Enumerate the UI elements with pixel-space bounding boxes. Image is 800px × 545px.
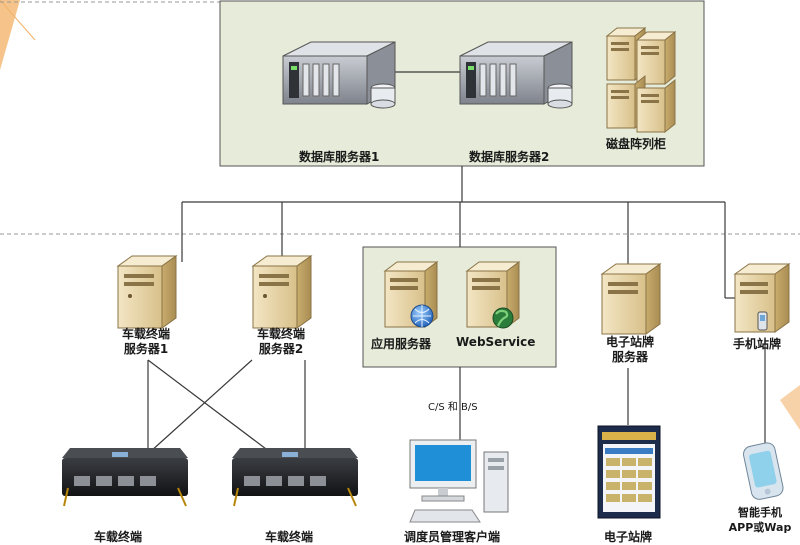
smartphone-label: 智能手机 APP或Wap bbox=[728, 506, 792, 534]
client-protocol-label: C/S 和 B/S bbox=[428, 402, 478, 413]
vehicle-server-1-label: 车载终端 服务器1 bbox=[121, 327, 171, 356]
dispatcher-client-label: 调度员管理客户端 bbox=[404, 530, 501, 544]
decor-stripes bbox=[0, 0, 800, 430]
tower-server-icon bbox=[733, 263, 791, 333]
webservice-label: WebService bbox=[456, 335, 536, 349]
bus-stop-server-label: 电子站牌 服务器 bbox=[605, 335, 655, 364]
vehicle-terminal-1-label: 车载终端 bbox=[94, 530, 143, 544]
e-bus-stop-kiosk-icon bbox=[597, 425, 661, 519]
vehicle-server-2-label: 车载终端 服务器2 bbox=[256, 327, 306, 356]
disk-array-label: 磁盘阵列柜 bbox=[606, 137, 667, 151]
tower-server-icon bbox=[116, 255, 178, 329]
db-server-1-label: 数据库服务器1 bbox=[299, 150, 380, 164]
rack-server-icon bbox=[282, 41, 396, 109]
disk-array-icon bbox=[605, 26, 677, 134]
db-server-2-label: 数据库服务器2 bbox=[469, 150, 550, 164]
desktop-computer-icon bbox=[409, 439, 509, 523]
rack-server-icon bbox=[459, 41, 573, 109]
vehicle-terminal-device-icon bbox=[62, 448, 188, 507]
tower-server-icon bbox=[465, 261, 521, 328]
link-server1-terminal2 bbox=[147, 359, 271, 453]
vehicle-terminal-2-label: 车载终端 bbox=[265, 530, 314, 544]
mobile-phone-badge-icon bbox=[757, 311, 768, 331]
vehicle-terminal-device-icon bbox=[232, 448, 358, 507]
e-bus-stop-label: 电子站牌 bbox=[604, 530, 653, 544]
tower-server-icon bbox=[251, 255, 313, 329]
mobile-stop-label: 手机站牌 bbox=[733, 337, 782, 351]
link-server2-terminal1 bbox=[149, 359, 253, 453]
tower-server-icon bbox=[600, 263, 662, 335]
app-server-label: 应用服务器 bbox=[371, 337, 432, 351]
smartphone-icon bbox=[742, 442, 784, 500]
